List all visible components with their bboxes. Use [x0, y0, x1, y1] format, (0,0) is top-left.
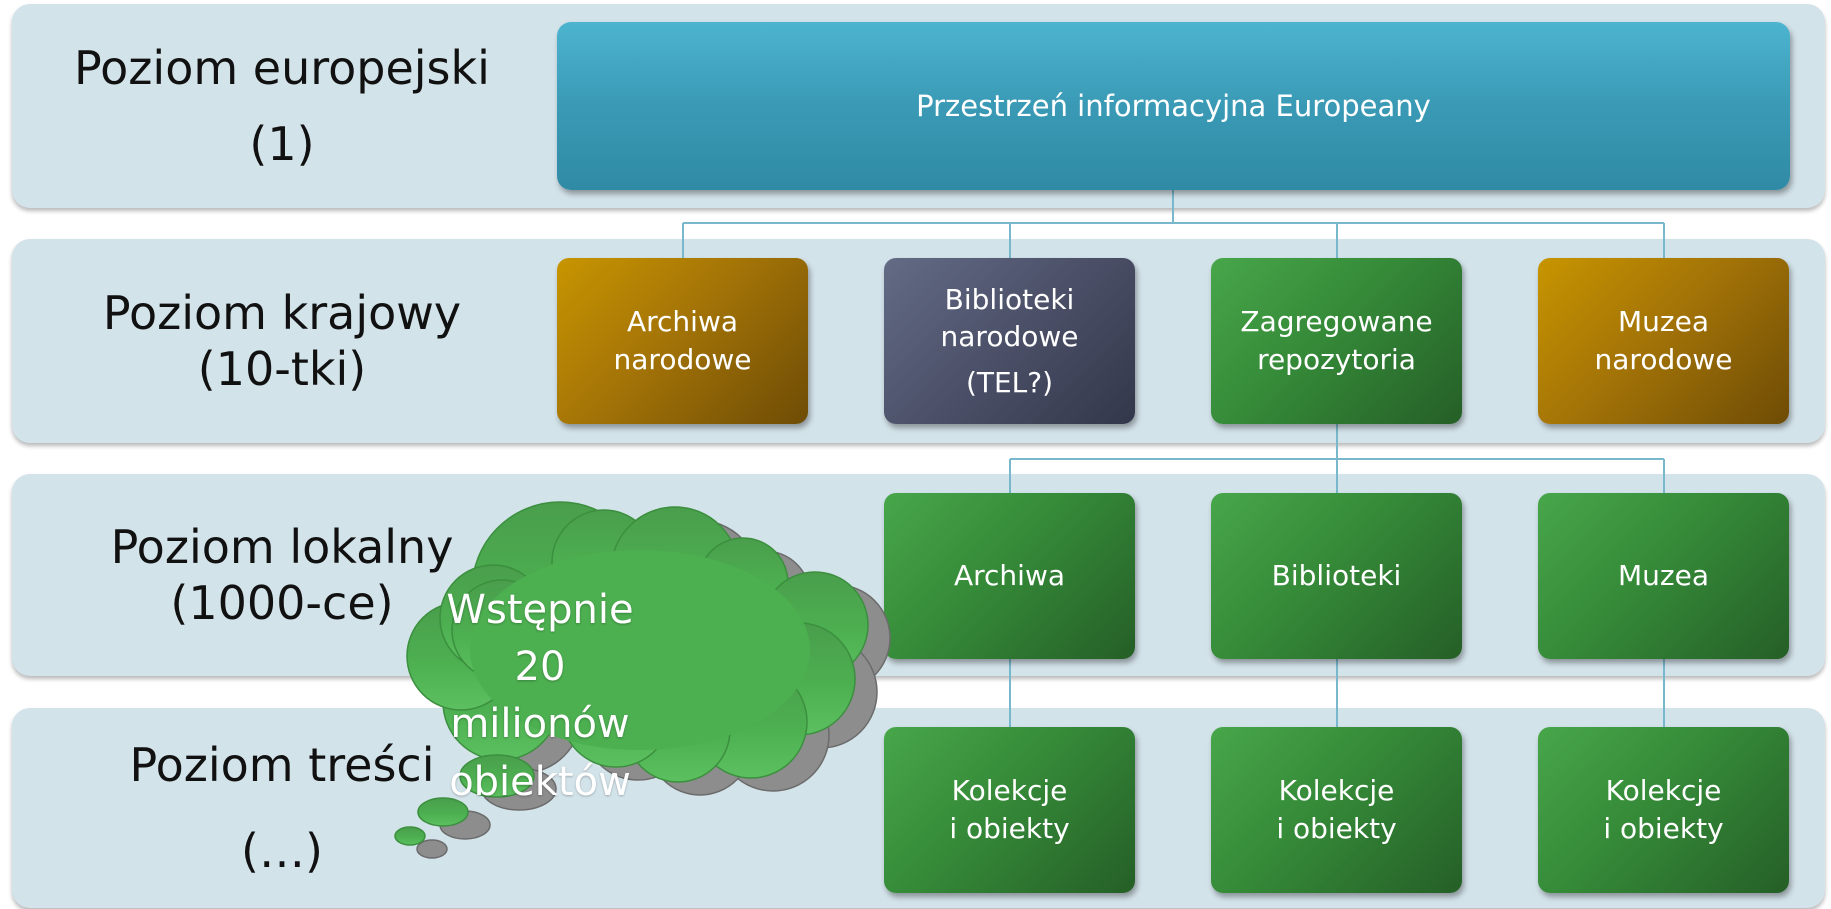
node-label: Archiwa [953, 559, 1066, 593]
level-label-local: Poziom lokalny (1000-ce) [12, 474, 552, 676]
level-count: (…) [241, 824, 323, 878]
node-label-line1: Archiwa [626, 305, 739, 339]
node-label-line2: i obiekty [1603, 812, 1724, 845]
cloud-core [470, 550, 810, 750]
level-title: Poziom treści [129, 737, 435, 792]
node-label-line1: Zagregowane [1240, 305, 1433, 339]
node-local-museums[interactable]: Muzea [1538, 493, 1789, 659]
node-collections-3[interactable]: Kolekcje i obiekty [1538, 727, 1789, 893]
callout-line3: obiektów [449, 758, 631, 805]
node-label: Muzea [1618, 559, 1709, 593]
level-title: Poziom europejski [74, 40, 490, 95]
node-collections-1[interactable]: Kolekcje i obiekty [884, 727, 1135, 893]
level-title: Poziom lokalny [110, 519, 454, 574]
level-count: (1) [249, 117, 315, 171]
node-label-line1: Kolekcje [1605, 774, 1722, 808]
node-national-libraries[interactable]: Biblioteki narodowe (TEL?) [884, 258, 1135, 424]
node-label-line1: Muzea [1618, 305, 1709, 339]
node-national-museums[interactable]: Muzea narodowe [1538, 258, 1789, 424]
callout-text: Wstępnie 20 milionów obiektów [440, 582, 640, 811]
node-label-line1: Kolekcje [1278, 774, 1395, 808]
node-label-line3: (TEL?) [965, 365, 1054, 399]
node-label: Przestrzeń informacyjna Europeany [916, 88, 1431, 123]
node-europeana-information-space[interactable]: Przestrzeń informacyjna Europeany [557, 22, 1790, 190]
level-title: Poziom krajowy [102, 285, 462, 340]
node-label-line1: Biblioteki [944, 282, 1075, 316]
node-label-line1: Kolekcje [951, 774, 1068, 808]
node-aggregated-repositories[interactable]: Zagregowane repozytoria [1211, 258, 1462, 424]
callout-line1: Wstępnie [446, 587, 634, 633]
level-label-national: Poziom krajowy (10-tki) [12, 239, 552, 443]
node-label-line2: i obiekty [949, 812, 1070, 845]
level-label-content: Poziom treści (…) [12, 708, 552, 908]
node-collections-2[interactable]: Kolekcje i obiekty [1211, 727, 1462, 893]
node-local-libraries[interactable]: Biblioteki [1211, 493, 1462, 659]
node-label-line2: i obiekty [1276, 812, 1397, 845]
node-label-line2: narodowe [1594, 343, 1733, 376]
node-national-archives[interactable]: Archiwa narodowe [557, 258, 808, 424]
node-label-line2: narodowe [940, 320, 1079, 354]
level-label-european: Poziom europejski (1) [12, 4, 552, 208]
callout-line2: 20 milionów [450, 644, 630, 748]
node-local-archives[interactable]: Archiwa [884, 493, 1135, 659]
level-count: (10-tki) [197, 342, 367, 396]
node-label-line2: repozytoria [1257, 343, 1416, 376]
node-label: Biblioteki [1271, 559, 1402, 593]
node-label-line2: narodowe [613, 343, 752, 376]
level-count: (1000-ce) [170, 576, 394, 630]
